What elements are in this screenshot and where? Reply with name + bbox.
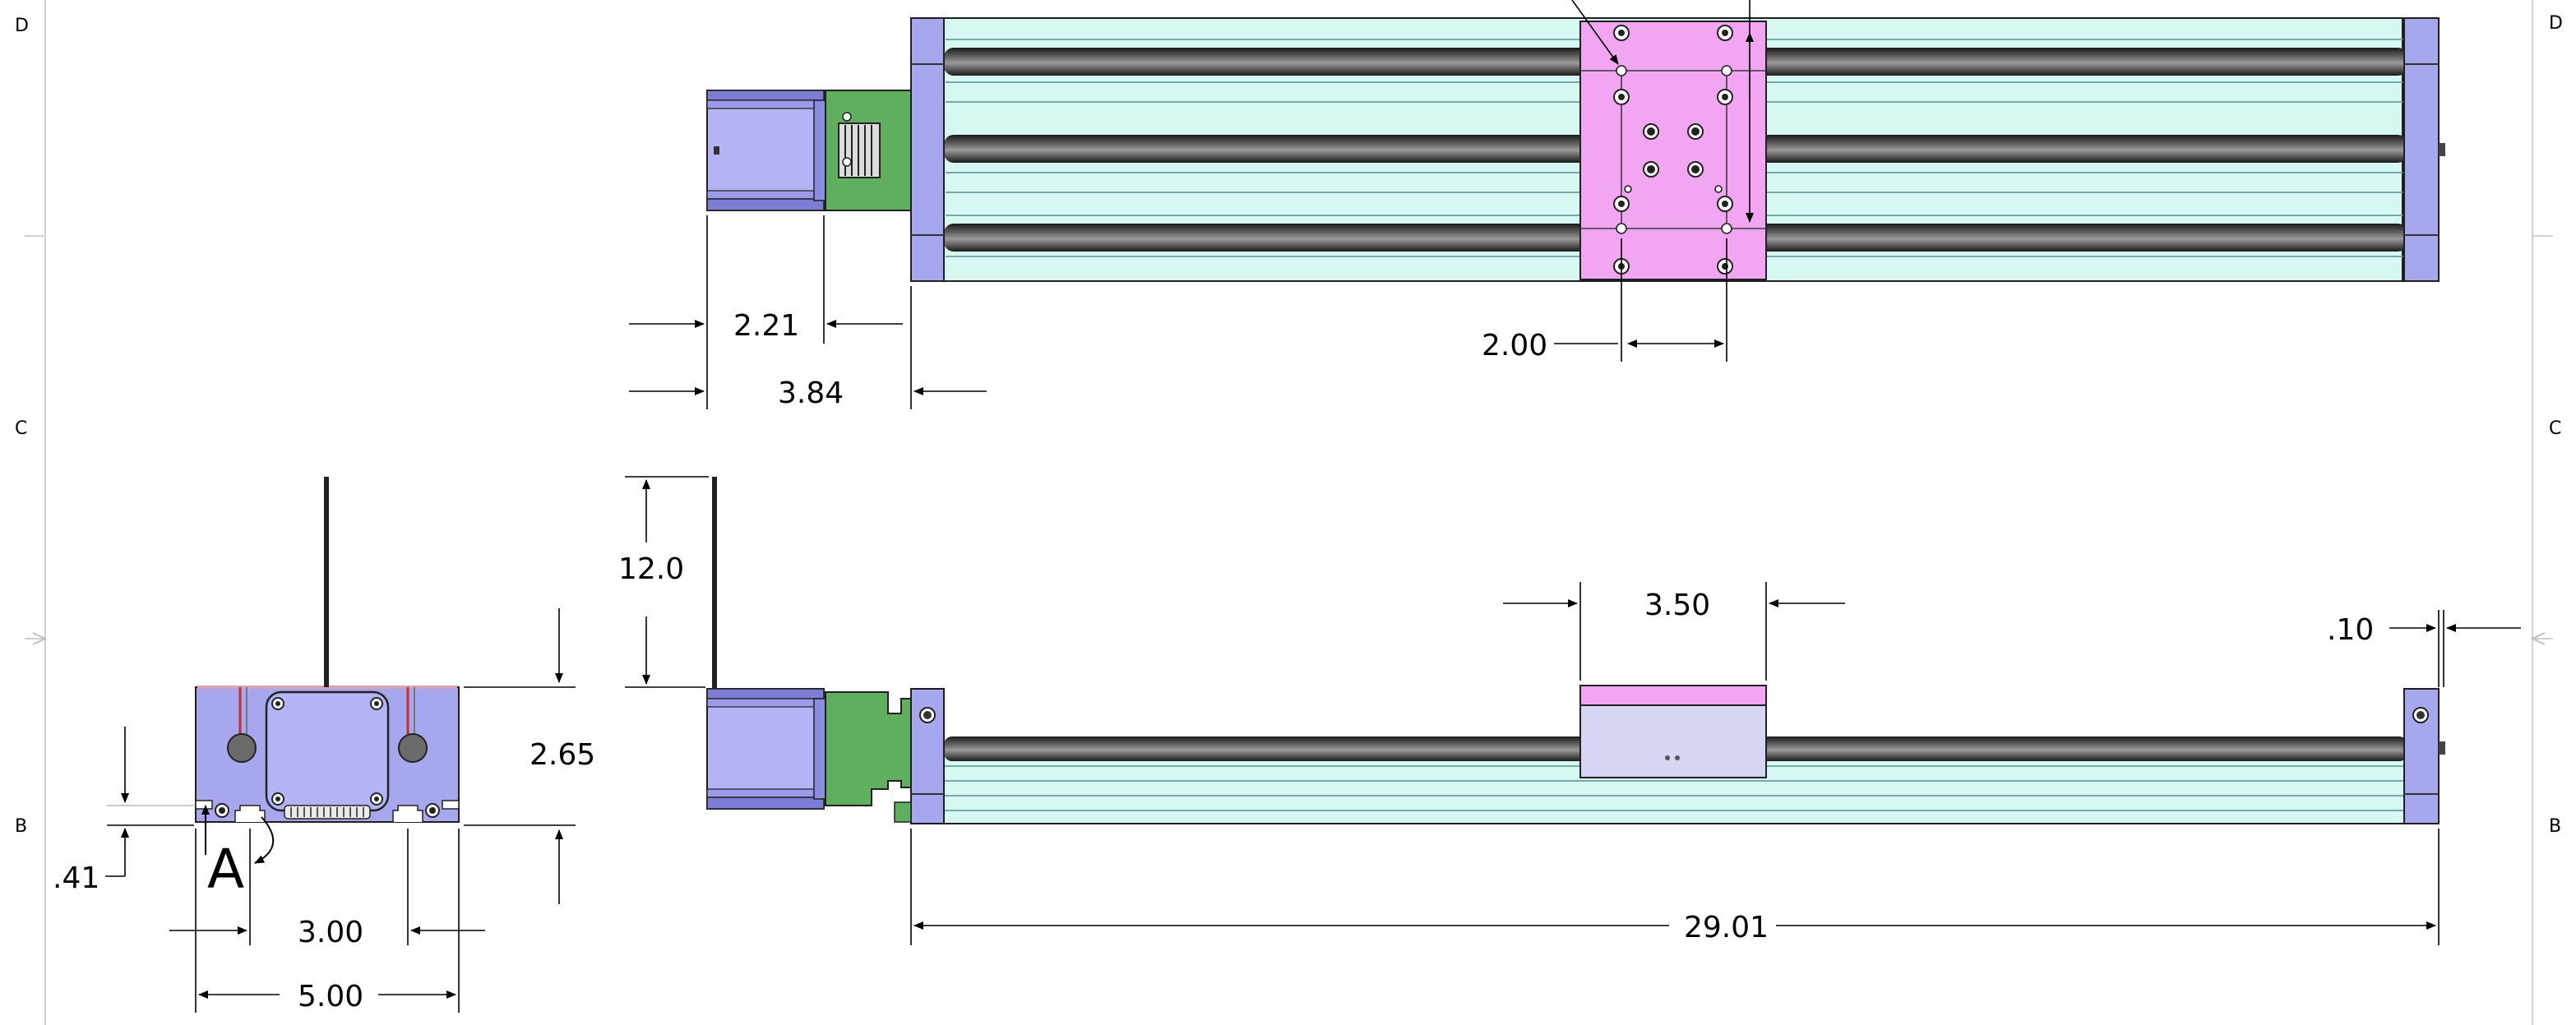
sheet-border <box>25 0 2553 1025</box>
bolt-icon <box>215 697 440 818</box>
dim-carriage-length: 3.50 <box>1644 589 1710 622</box>
motor-cable-end <box>324 477 329 687</box>
end-stub <box>2439 143 2445 156</box>
zone-label-left-c: C <box>15 418 27 439</box>
connector-icon <box>284 805 371 820</box>
front-view <box>706 477 2445 824</box>
knob-icon <box>227 687 428 763</box>
dim-cable-length: 12.0 <box>618 552 684 586</box>
dim-end-gap: .10 <box>2327 613 2374 647</box>
end-block-left <box>910 17 945 282</box>
motor-cable-front <box>712 477 717 689</box>
dim-motor-coupler: 3.84 <box>778 376 844 410</box>
end-view-dimensions <box>105 608 576 1013</box>
t-slot-right <box>392 805 423 822</box>
detail-label-a: A <box>207 838 244 901</box>
carriage-small-holes <box>1616 65 1732 234</box>
carriage-body-front <box>1579 704 1767 778</box>
dim-width: 5.00 <box>298 980 363 1013</box>
motor-face <box>265 690 390 812</box>
end-view <box>195 477 460 864</box>
zone-label-left-d: D <box>15 16 29 36</box>
carriage-top-plate <box>1579 685 1767 706</box>
dim-slot-offset: .41 <box>53 861 99 895</box>
top-view <box>706 0 2445 282</box>
zone-label-right-d: D <box>2549 13 2563 34</box>
dim-height: 2.65 <box>530 738 595 772</box>
front-view-dimensions <box>625 476 2521 945</box>
dim-hole-spacing: 2.00 <box>1482 329 1547 362</box>
coupler-housing-front <box>825 691 912 806</box>
t-slot-left <box>234 805 266 822</box>
carriage-top <box>1579 21 1767 280</box>
dim-overall-length: 29.01 <box>1684 911 1769 944</box>
zone-label-right-c: C <box>2549 418 2561 439</box>
end-block-right <box>2403 17 2440 282</box>
top-view-dimensions <box>629 215 1727 409</box>
bolt-icon <box>1613 25 1733 275</box>
zone-label-right-b: B <box>2549 816 2561 837</box>
dim-slot-spacing: 3.00 <box>298 916 363 949</box>
dim-motor-length: 2.21 <box>733 309 799 343</box>
zone-label-left-b: B <box>15 816 27 837</box>
